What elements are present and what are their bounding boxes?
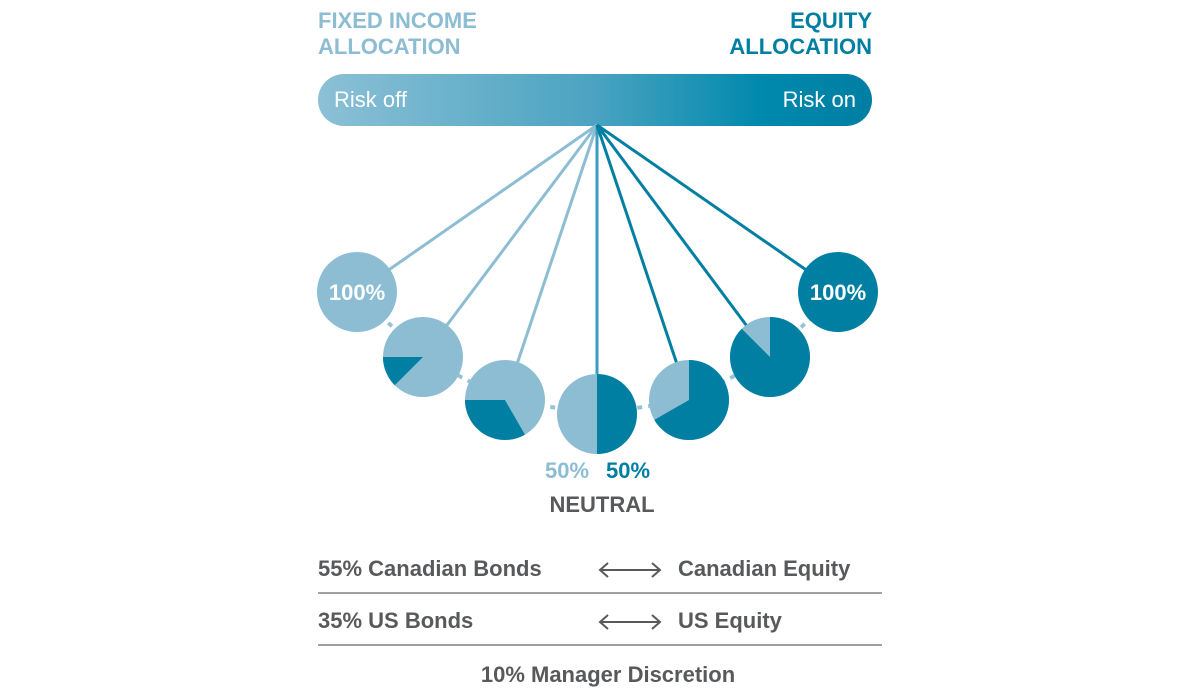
- allocation-row-us: 35% US Bonds US Equity: [318, 608, 882, 636]
- us-equity-label: US Equity: [678, 608, 782, 633]
- equity-heading-line1: EQUITY: [790, 8, 872, 33]
- allocation-pie-bob: [317, 252, 397, 332]
- allocation-pie-bob: [649, 359, 730, 440]
- row-divider: [318, 644, 882, 646]
- manager-discretion-note: 10% Manager Discretion: [480, 662, 736, 687]
- us-bonds-label: 35% US Bonds: [318, 608, 474, 633]
- pendulum-string: [595, 124, 772, 358]
- fixed-income-allocation-heading: FIXED INCOME ALLOCATION: [318, 8, 477, 60]
- risk-spectrum-bar: Risk off Risk on: [318, 74, 872, 126]
- allocation-row-canadian: 55% Canadian Bonds Canadian Equity: [318, 556, 882, 584]
- canadian-equity-label: Canadian Equity: [678, 556, 851, 581]
- pie-equity-slice: [597, 374, 637, 454]
- canadian-bonds-label: 55% Canadian Bonds: [318, 556, 542, 581]
- full-equity-label: 100%: [810, 280, 866, 305]
- equity-allocation-heading: EQUITY ALLOCATION: [729, 8, 872, 60]
- row-divider: [318, 592, 882, 594]
- pendulum-string: [356, 123, 598, 294]
- allocation-pie-bob: [465, 360, 545, 441]
- allocation-pie-bob: [730, 317, 810, 398]
- pie-base-slice: [798, 252, 878, 332]
- neutral-equity-percent: 50%: [606, 458, 651, 483]
- pie-base-slice: [317, 252, 397, 332]
- pie-equity-slice: [465, 400, 525, 441]
- double-arrow-icon: [598, 614, 662, 630]
- pie-equity-slice: [730, 317, 810, 398]
- pendulum-bobs: [317, 252, 878, 454]
- risk-off-label: Risk off: [334, 87, 407, 112]
- pendulum-string: [421, 124, 599, 358]
- full-fixed-income-label: 100%: [329, 280, 385, 305]
- risk-on-label: Risk on: [782, 87, 856, 112]
- pie-equity-slice: [383, 357, 423, 386]
- fixed-income-heading-line2: ALLOCATION: [318, 34, 461, 59]
- pendulum-string: [503, 124, 599, 401]
- pendulum-strings: [356, 123, 839, 414]
- allocation-pie-bob: [383, 317, 463, 397]
- neutral-label: NEUTRAL: [549, 492, 655, 517]
- double-arrow-icon: [598, 562, 662, 578]
- neutral-fixed-income-percent: 50%: [545, 458, 590, 483]
- pendulum-string: [596, 123, 839, 294]
- pendulum-string: [595, 124, 691, 401]
- allocation-pie-bob: [798, 252, 878, 332]
- allocation-pie-bob: [557, 374, 637, 454]
- pie-equity-slice: [654, 359, 730, 440]
- fixed-income-heading-line1: FIXED INCOME: [318, 8, 477, 33]
- equity-heading-line2: ALLOCATION: [729, 34, 872, 59]
